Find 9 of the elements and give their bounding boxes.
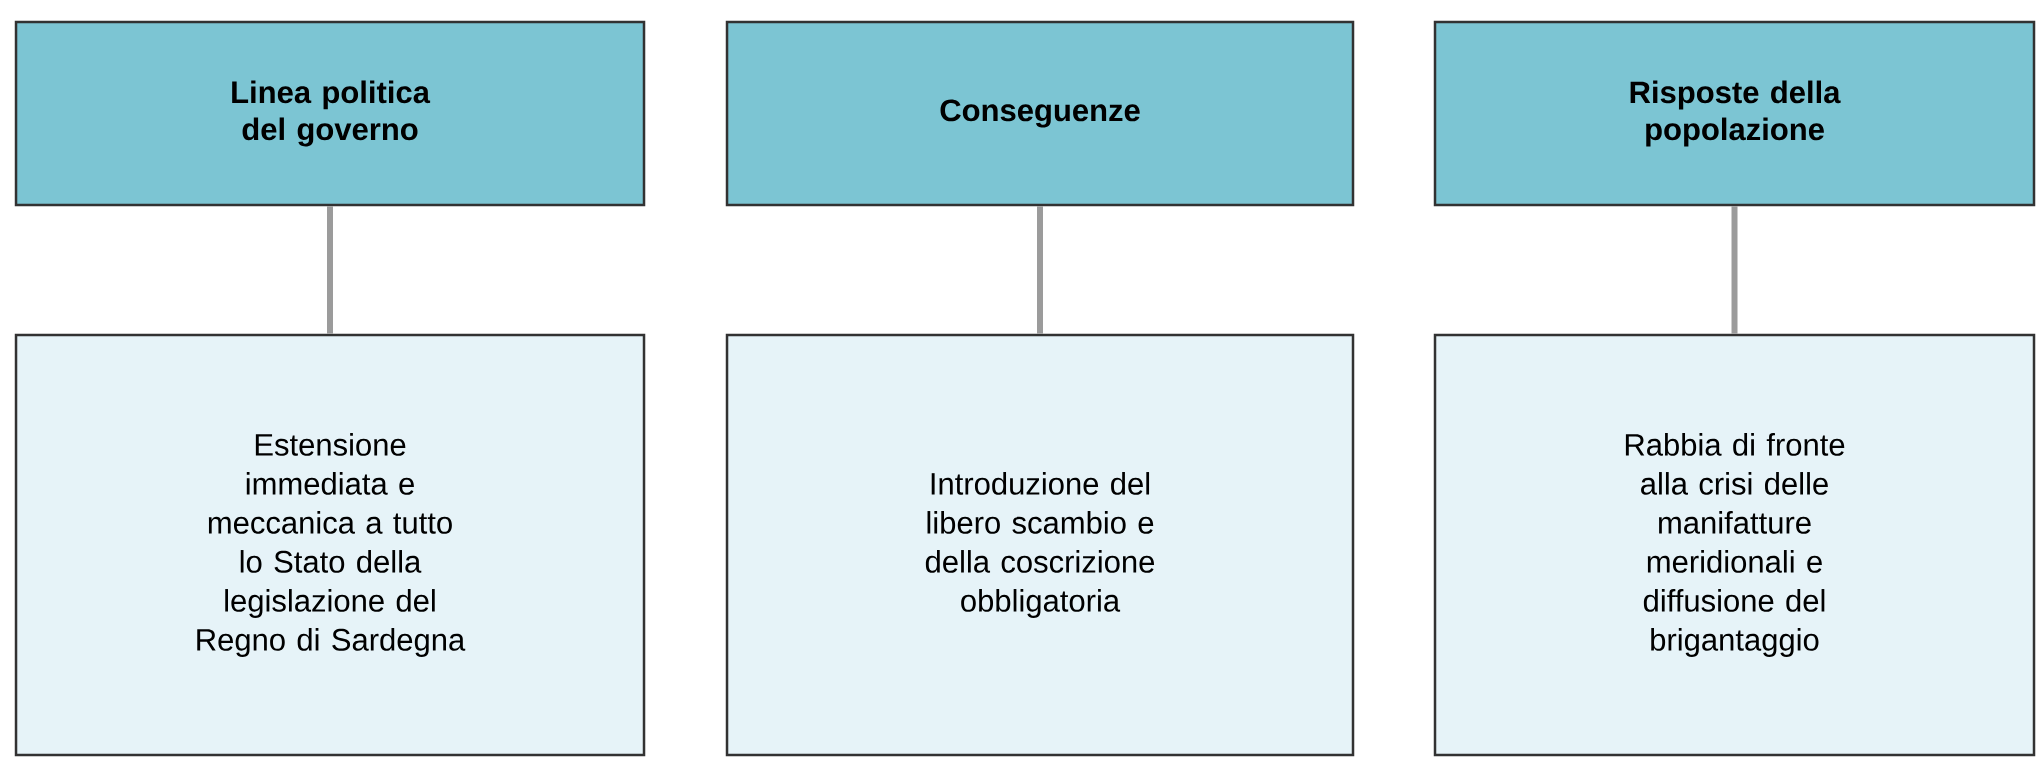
connector-line — [1037, 206, 1043, 334]
connector-line — [1731, 206, 1738, 334]
content-box: Introduzione del libero scambio e della coscrizione obbligatoria — [725, 333, 1355, 757]
header-box: Conseguenze — [725, 20, 1355, 207]
content-box: Estensione immediata e meccanica a tutto lo Stato della legislazione del Regno di Sardegna — [14, 333, 646, 757]
header-box: Linea politica del governo — [14, 20, 646, 207]
connector-line — [327, 206, 333, 334]
header-box: Risposte della popolazione — [1433, 20, 2036, 207]
content-box: Rabbia di fronte alla crisi delle manifatture meridionali e diffusione del brigantaggio — [1433, 333, 2036, 757]
